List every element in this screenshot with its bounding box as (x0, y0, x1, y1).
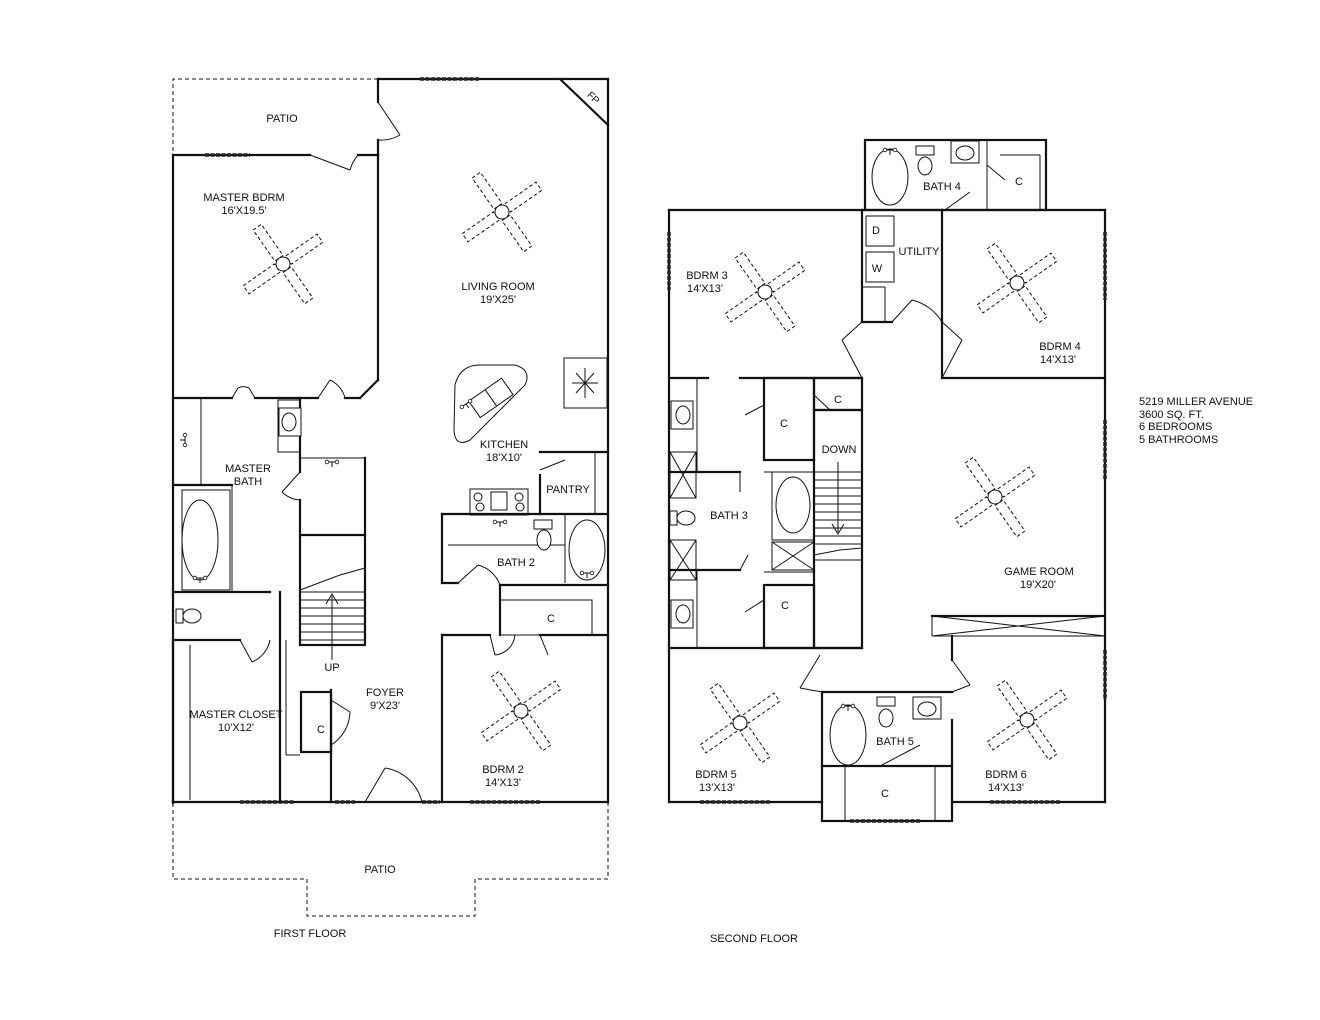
property-bathrooms: 5 BATHROOMS (1139, 433, 1219, 446)
label-master-bdrm-size: 16'X19.5' (221, 205, 266, 217)
label-bdrm-6: BDRM 6 (985, 769, 1027, 781)
property-area: 3600 SQ. FT. (1139, 408, 1204, 421)
label-dryer: D (872, 225, 880, 237)
second-floor-plan (667, 138, 1107, 823)
label-master-bdrm: MASTER BDRM (203, 192, 284, 204)
label-bdrm-3: BDRM 3 (686, 270, 728, 282)
first-floor-plan (171, 77, 610, 917)
label-bdrm-3-size: 14'X13' (687, 283, 723, 295)
property-address: 5219 MILLER AVENUE (1139, 396, 1254, 408)
label-master-bath-2: BATH (234, 476, 263, 488)
label-bdrm-5: BDRM 5 (695, 769, 737, 781)
label-closet-b: C (780, 418, 788, 430)
label-closet-foyer: C (317, 724, 325, 736)
label-closet-bath-4: C (1015, 176, 1023, 188)
label-kitchen: KITCHEN (480, 439, 528, 451)
label-foyer-size: 9'X23' (370, 700, 400, 712)
label-closet-a: C (834, 394, 842, 406)
label-bdrm-2: BDRM 2 (482, 764, 524, 776)
label-closet-bath-2: C (547, 613, 555, 625)
label-closet-d: C (881, 788, 889, 800)
label-game-room-size: 19'X20' (1020, 579, 1056, 591)
room-labels: FIRST FLOOR SECOND FLOOR PATIO PATIO MAS… (190, 90, 1081, 945)
label-master-closet-size: 10'X12' (218, 722, 254, 734)
label-living-room: LIVING ROOM (461, 281, 534, 293)
label-washer: W (872, 263, 883, 275)
label-bath-5: BATH 5 (876, 736, 914, 748)
label-patio-rear: PATIO (266, 113, 298, 125)
label-bdrm-2-size: 14'X13' (485, 777, 521, 789)
label-bath-3: BATH 3 (710, 510, 748, 522)
label-living-room-size: 19'X25' (480, 294, 516, 306)
label-bdrm-5-size: 13'X13' (699, 782, 735, 794)
label-master-bath-1: MASTER (225, 463, 271, 475)
label-patio-front: PATIO (364, 864, 396, 876)
property-bedrooms: 6 BEDROOMS (1139, 421, 1213, 433)
label-pantry: PANTRY (546, 484, 590, 496)
label-foyer: FOYER (366, 687, 404, 699)
label-master-closet: MASTER CLOSET (190, 709, 283, 721)
label-closet-c: C (781, 600, 789, 612)
property-info: 5219 MILLER AVENUE 3600 SQ. FT. 6 BEDROO… (1139, 396, 1253, 446)
label-bdrm-4: BDRM 4 (1039, 341, 1081, 353)
label-utility: UTILITY (899, 246, 941, 258)
second-floor-caption: SECOND FLOOR (710, 933, 798, 945)
first-floor-caption: FIRST FLOOR (274, 928, 347, 940)
label-kitchen-size: 18'X10' (486, 452, 522, 464)
label-stairs-up: UP (324, 662, 339, 674)
label-game-room: GAME ROOM (1004, 566, 1074, 578)
label-bdrm-6-size: 14'X13' (988, 782, 1024, 794)
label-stairs-down: DOWN (822, 444, 857, 456)
label-bdrm-4-size: 14'X13' (1040, 354, 1076, 366)
label-bath-2: BATH 2 (497, 557, 535, 569)
label-bath-4: BATH 4 (923, 181, 961, 193)
